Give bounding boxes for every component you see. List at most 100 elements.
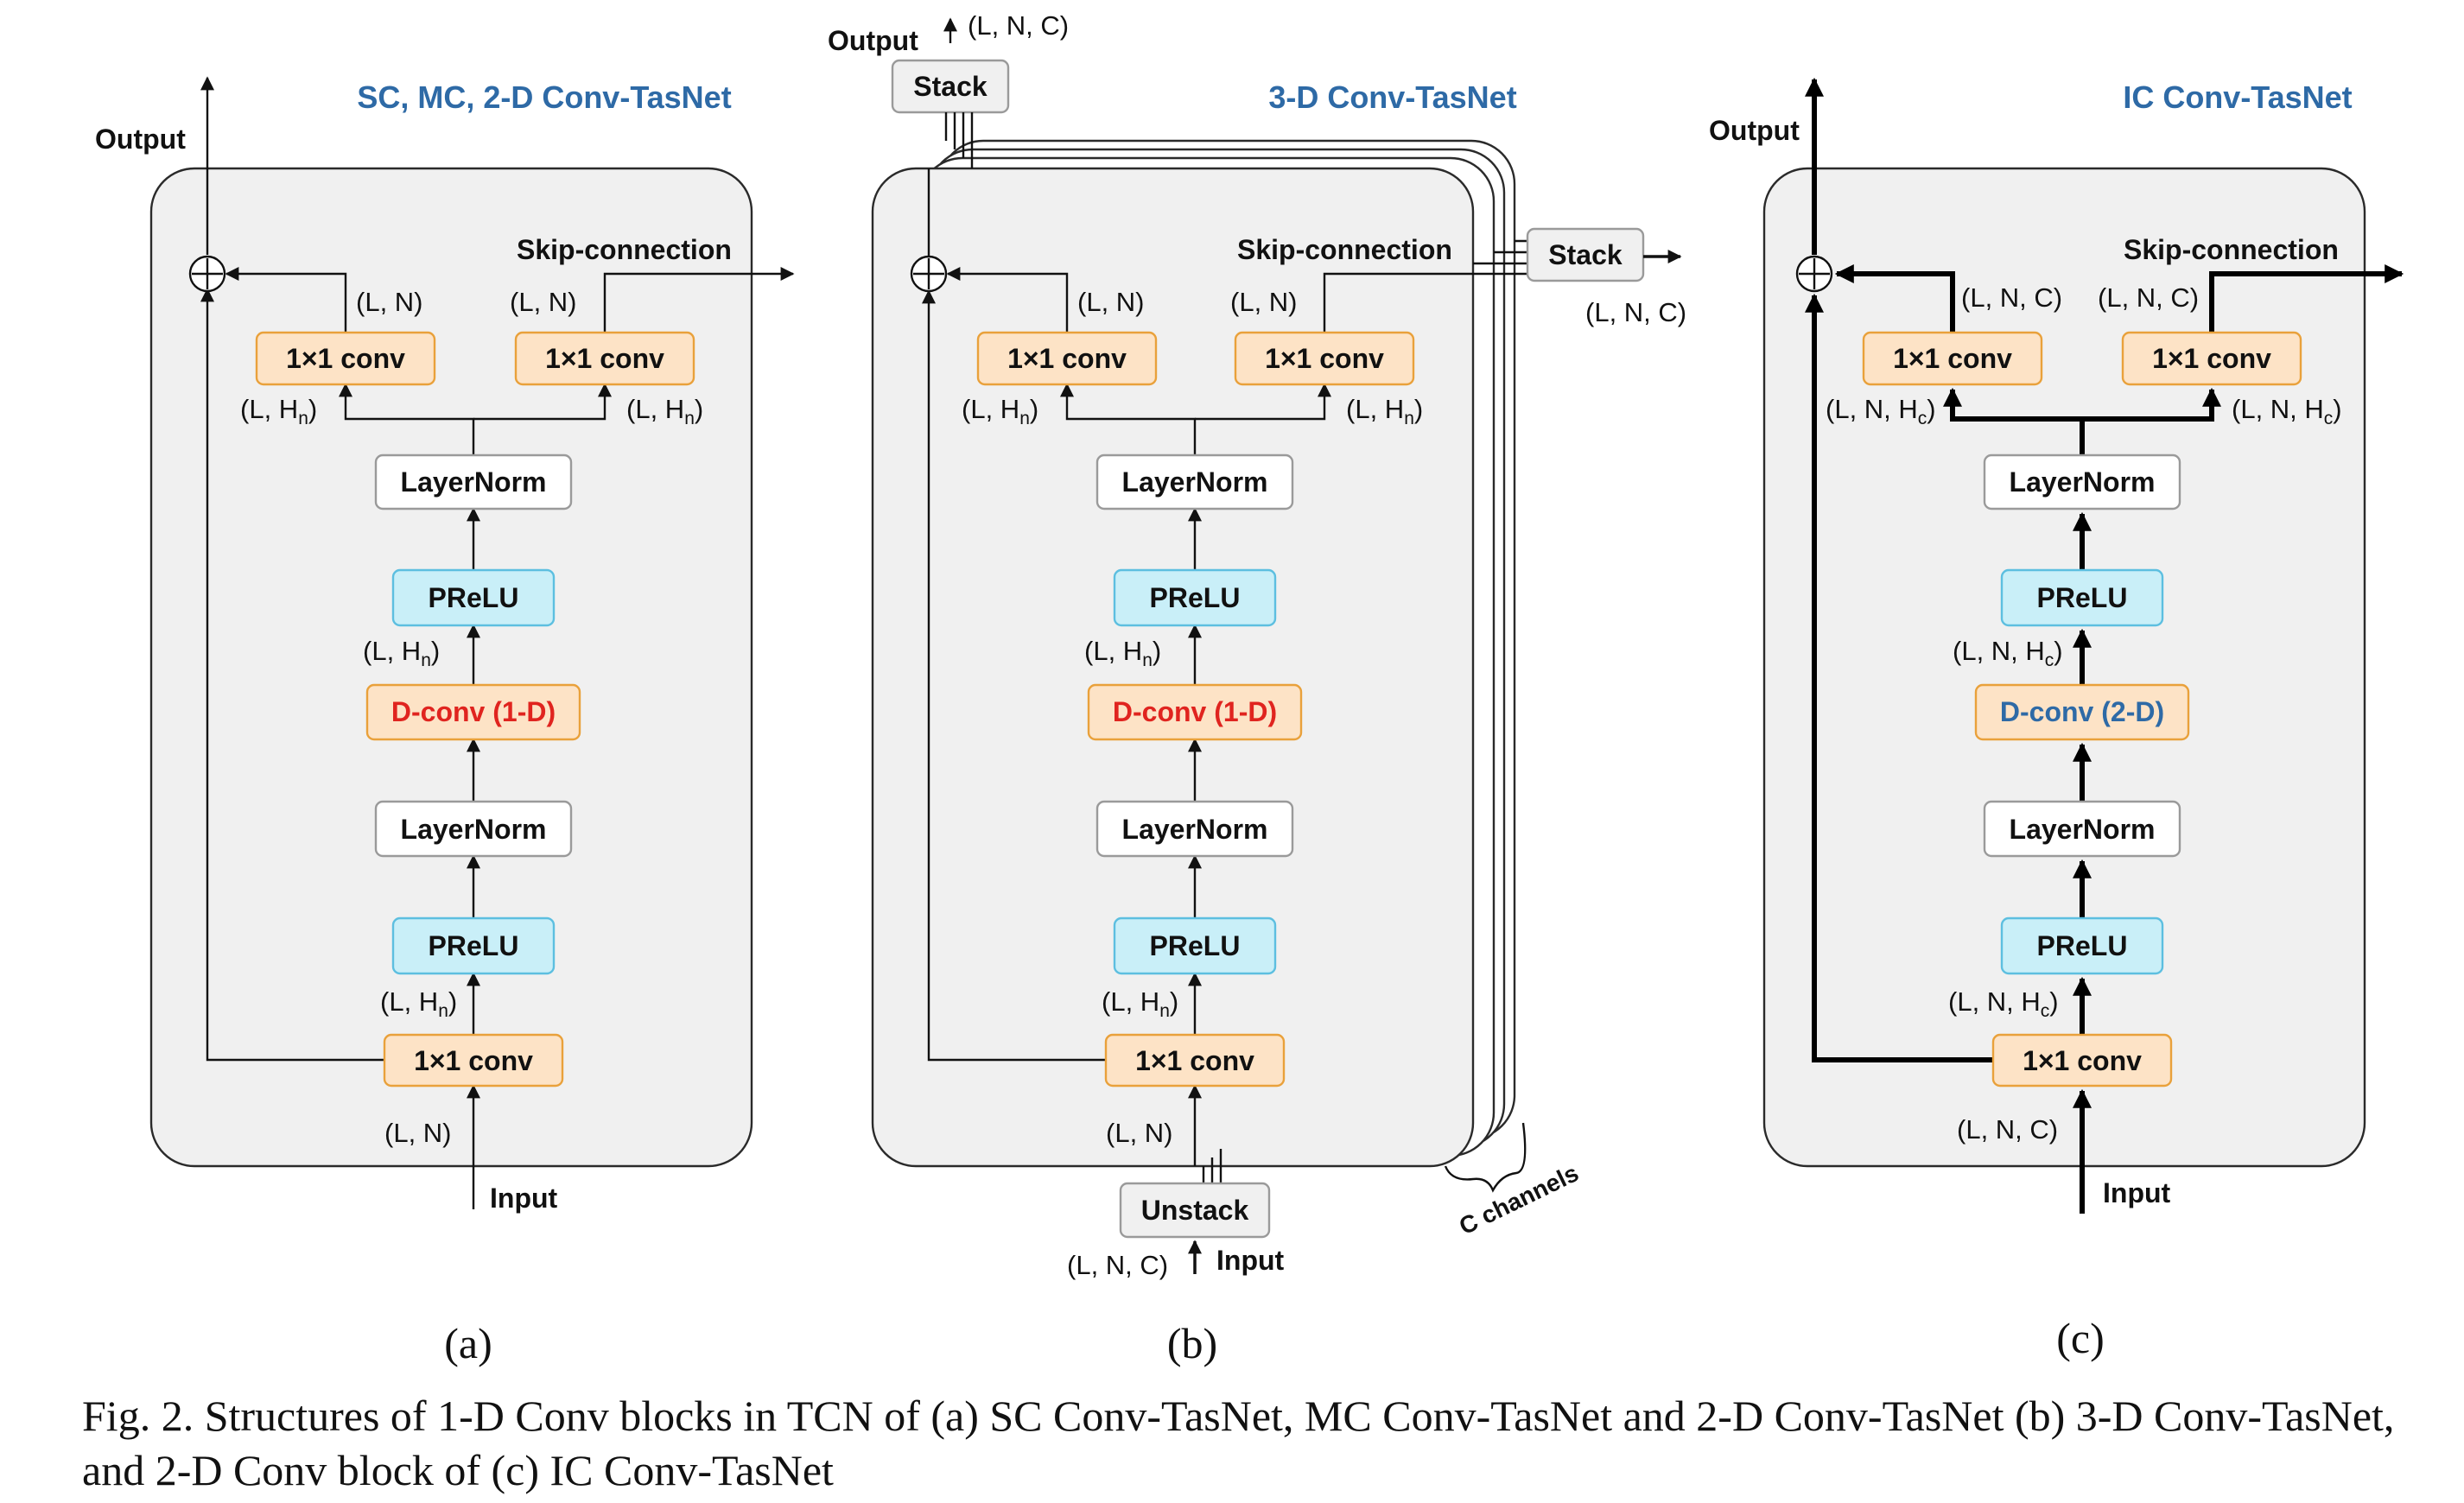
panel-a-layernorm-top: LayerNorm [374, 453, 573, 511]
panel-b-output-dim: (L, N, C) [968, 10, 1069, 41]
panel-c-prelu-bottom: PReLU [2000, 916, 2164, 975]
svg-text:LayerNorm: LayerNorm [1122, 466, 1268, 498]
panel-b: 3-D Conv-TasNet Output (L, N, C) Skip-co… [828, 10, 1686, 1367]
svg-text:1×1 conv: 1×1 conv [2152, 343, 2271, 374]
svg-text:Stack: Stack [1548, 239, 1623, 270]
panel-a-res-to-sum [225, 267, 347, 333]
panel-c-layernorm-top: LayerNorm [1983, 453, 2181, 511]
panel-a-dim-input: (L, N) [384, 1118, 452, 1148]
panel-b-layernorm-top: LayerNorm [1095, 453, 1294, 511]
panel-a-layernorm-bottom: LayerNorm [374, 800, 573, 858]
panel-c-dconv: D-conv (2-D) [1974, 683, 2190, 741]
panel-a-dconv: D-conv (1-D) [365, 683, 581, 741]
figure-caption: Fig. 2. Structures of 1-D Conv blocks in… [82, 1392, 2395, 1494]
panel-b-conv-in: 1×1 conv [1104, 1033, 1286, 1088]
panel-c-dim-skip-out: (L, N, C) [2098, 282, 2199, 313]
panel-b-dim-conv-right-in: (L, Hn) [1346, 394, 1423, 428]
panel-a-output-label: Output [95, 124, 186, 155]
panel-a-dim-conv-in-out: (L, Hn) [380, 986, 457, 1021]
panel-c-dim-dconv-out: (L, N, Hc) [1953, 636, 2063, 670]
panel-a-skip-label: Skip-connection [517, 234, 732, 265]
panel-c-dim-conv-right-in: (L, N, Hc) [2232, 394, 2342, 428]
panel-c-prelu-top: PReLU [2000, 568, 2164, 627]
svg-text:Stack: Stack [913, 71, 988, 102]
panel-a-conv-in: 1×1 conv [383, 1033, 564, 1088]
panel-c-skip-out [2209, 264, 2404, 333]
panel-c-dim-res-out: (L, N, C) [1961, 282, 2062, 313]
panel-c-frame [1762, 167, 2366, 1168]
panel-a-skip-out [603, 267, 795, 333]
panel-a-id: (a) [444, 1319, 492, 1367]
panel-b-dim-conv-left-in: (L, Hn) [962, 394, 1038, 428]
panel-c: IC Conv-TasNet Output Skip-connection In… [1709, 77, 2404, 1362]
panel-c-res-to-sum [1834, 264, 1955, 333]
panel-a-prelu-top: PReLU [391, 568, 556, 627]
svg-text:1×1 conv: 1×1 conv [545, 343, 664, 374]
panel-c-input-label: Input [2103, 1177, 2171, 1208]
svg-text:D-conv (2-D): D-conv (2-D) [2000, 696, 2164, 727]
panel-b-dim-dconv-out: (L, Hn) [1084, 636, 1161, 670]
svg-text:PReLU: PReLU [1150, 582, 1241, 613]
panel-a-input-label: Input [490, 1183, 558, 1214]
svg-text:D-conv (1-D): D-conv (1-D) [391, 696, 556, 727]
panel-b-layernorm-bottom: LayerNorm [1095, 800, 1294, 858]
panel-b-sum-node [910, 255, 948, 293]
svg-text:LayerNorm: LayerNorm [2010, 466, 2156, 498]
panel-c-sum-node [1795, 255, 1833, 293]
panel-c-conv-out-right: 1×1 conv [2121, 331, 2302, 386]
svg-text:LayerNorm: LayerNorm [2010, 814, 2156, 845]
panel-b-skip-lines [1323, 239, 1527, 333]
svg-text:1×1 conv: 1×1 conv [1265, 343, 1384, 374]
svg-text:LayerNorm: LayerNorm [1122, 814, 1268, 845]
panel-c-skip-label: Skip-connection [2124, 234, 2339, 265]
panel-b-channels-brace [1444, 1122, 1527, 1193]
svg-text:1×1 conv: 1×1 conv [2023, 1045, 2142, 1076]
svg-text:1×1 conv: 1×1 conv [286, 343, 405, 374]
panel-b-split-right [1195, 383, 1331, 421]
panel-b-frame [871, 167, 1475, 1168]
panel-a-dim-dconv-out: (L, Hn) [363, 636, 440, 670]
panel-c-id: (c) [2056, 1314, 2105, 1362]
panel-c-split-right [2082, 387, 2221, 422]
panel-a-split-right [473, 383, 612, 421]
panel-c-layernorm-bottom: LayerNorm [1983, 800, 2181, 858]
panel-a-prelu-bottom: PReLU [391, 916, 556, 975]
svg-text:1×1 conv: 1×1 conv [1007, 343, 1127, 374]
svg-text:LayerNorm: LayerNorm [401, 814, 547, 845]
svg-text:PReLU: PReLU [429, 582, 519, 613]
panel-c-residual-line [1805, 293, 1994, 1062]
panel-c-conv-in: 1×1 conv [1991, 1033, 2173, 1088]
panel-a-title: SC, MC, 2-D Conv-TasNet [357, 79, 731, 115]
panel-b-input-label: Input [1216, 1245, 1285, 1276]
panel-b-dim-input: (L, N) [1106, 1118, 1173, 1148]
panel-b-prelu-bottom: PReLU [1113, 916, 1277, 975]
panel-a-frame [149, 167, 753, 1168]
panel-c-title: IC Conv-TasNet [2123, 79, 2352, 115]
panel-c-dim-input: (L, N, C) [1957, 1114, 2058, 1145]
svg-text:PReLU: PReLU [2037, 582, 2128, 613]
panel-a-residual-line [200, 288, 384, 1062]
svg-text:PReLU: PReLU [2037, 930, 2128, 961]
panel-a-sum-node [188, 255, 226, 293]
panel-b-dim-res-out: (L, N) [1077, 287, 1145, 317]
panel-b-stack-top: Stack [891, 59, 1010, 114]
svg-text:PReLU: PReLU [1150, 930, 1241, 961]
panel-c-split [1943, 387, 2085, 455]
panel-b-conv-out-left: 1×1 conv [976, 331, 1158, 386]
panel-c-output-label: Output [1709, 115, 1800, 146]
panel-b-dconv: D-conv (1-D) [1087, 683, 1303, 741]
panel-b-stack-top-lines [944, 112, 974, 168]
svg-text:Unstack: Unstack [1141, 1195, 1249, 1226]
svg-text:1×1 conv: 1×1 conv [1893, 343, 2012, 374]
panel-b-unstack-lines [1202, 1149, 1222, 1183]
panel-a-dim-skip-out: (L, N) [510, 287, 577, 317]
panel-b-split [1060, 383, 1197, 455]
panel-b-input-dim: (L, N, C) [1067, 1250, 1168, 1280]
panel-b-id: (b) [1167, 1319, 1217, 1367]
panel-b-residual-line [922, 289, 1106, 1062]
panel-b-stack-right-dim: (L, N, C) [1585, 297, 1686, 327]
panel-b-dim-conv-in-out: (L, Hn) [1102, 986, 1178, 1021]
panel-c-conv-out-left: 1×1 conv [1862, 331, 2043, 386]
panel-a-dim-conv-right-in: (L, Hn) [626, 394, 703, 428]
